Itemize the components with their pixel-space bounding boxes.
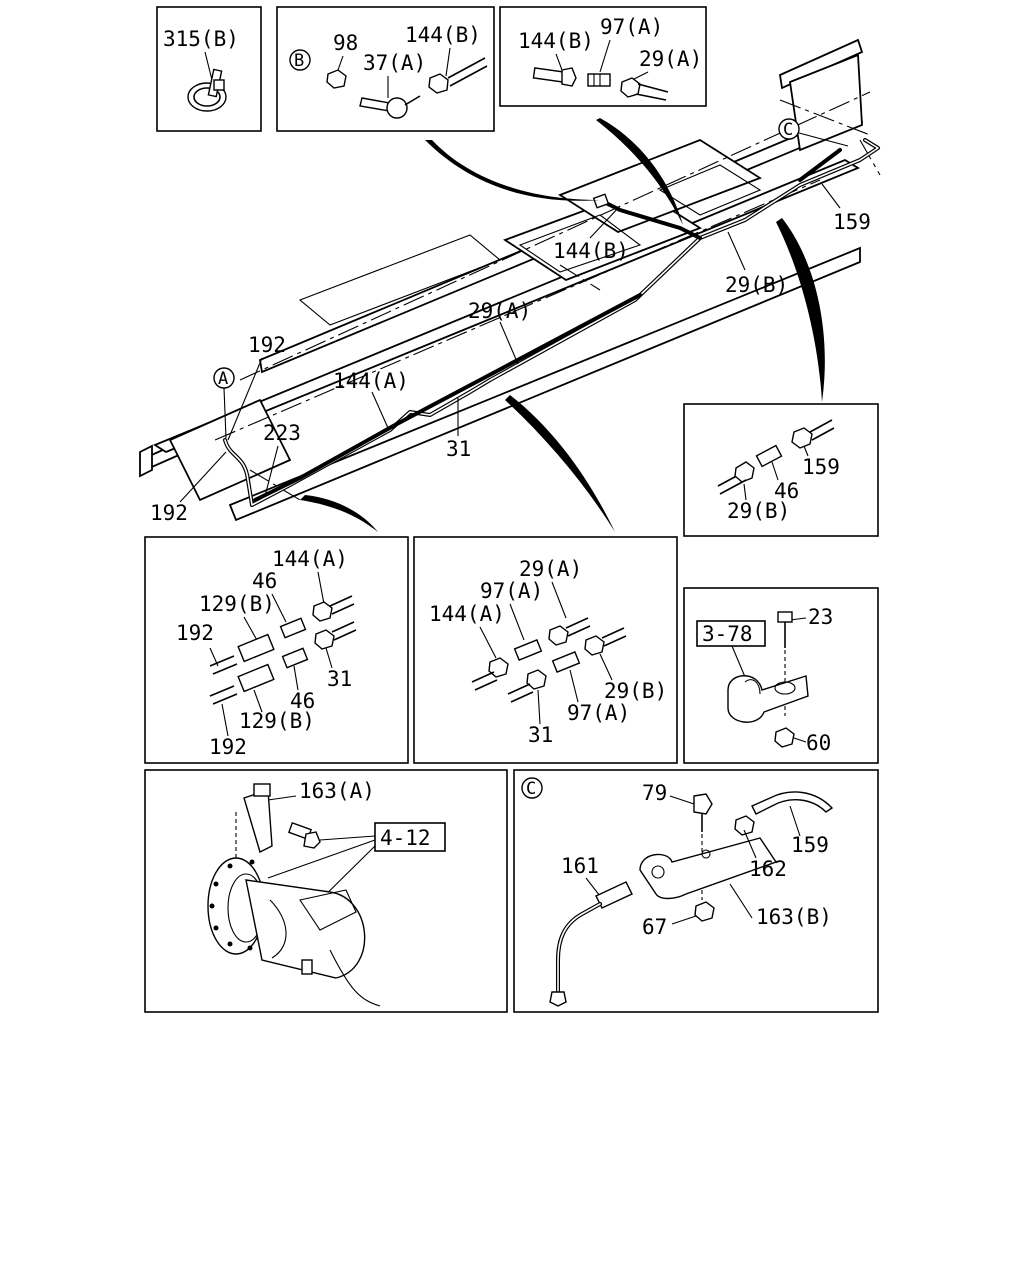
box-c-detail: C 79 159 162 161 163(B) 67 xyxy=(513,769,879,1013)
callout-c-detail-circle xyxy=(521,777,543,799)
label-162: 162 xyxy=(749,857,787,881)
label-31-box6: 31 xyxy=(528,723,553,747)
label-223-main: 223 xyxy=(263,421,301,445)
label-29a-main: 29(A) xyxy=(468,299,531,323)
callout-c-circle xyxy=(778,118,800,140)
label-29b-main: 29(B) xyxy=(725,273,788,297)
label-163b: 163(B) xyxy=(756,905,832,929)
box-clip-3-78: 3-78 23 60 xyxy=(683,587,879,764)
label-163a: 163(A) xyxy=(299,779,375,803)
box-144b-97a-29a: 144(B) 97(A) 29(A) xyxy=(499,6,707,107)
label-161: 161 xyxy=(561,854,599,878)
label-29a-box3: 29(A) xyxy=(639,47,702,71)
fuel-pipes xyxy=(223,138,880,507)
label-129b-box5-top: 129(B) xyxy=(199,592,275,616)
label-29b-box6: 29(B) xyxy=(604,679,667,703)
label-192-box5-bottom: 192 xyxy=(209,735,247,759)
label-97a-box3: 97(A) xyxy=(600,15,663,39)
box-b-banjo: B 98 37(A) 144(B) xyxy=(276,6,495,132)
label-159-box4: 159 xyxy=(802,455,840,479)
main-view-labels: 192 144(A) 29(A) 144(B) 29(B) 159 223 31… xyxy=(150,118,871,525)
label-315b: 315(B) xyxy=(163,27,239,51)
reference-4-12-box xyxy=(374,822,446,852)
callout-b-label: B xyxy=(294,51,304,71)
box-29b-46-159: 159 46 29(B) xyxy=(683,403,879,537)
label-129b-box5-bottom: 129(B) xyxy=(239,709,315,733)
callout-c-detail-label: C xyxy=(526,779,536,799)
label-79: 79 xyxy=(642,781,667,805)
box-315b-clip: 315(B) xyxy=(156,6,262,132)
label-159-main: 159 xyxy=(833,210,871,234)
box-bracket-163a: 163(A) 4-12 xyxy=(144,769,508,1013)
label-37a: 37(A) xyxy=(363,51,426,75)
chassis-frame xyxy=(139,38,881,522)
label-192-top: 192 xyxy=(248,333,286,357)
box-center-connectors: 29(A) 97(A) 144(A) 29(B) 97(A) 31 xyxy=(413,536,678,764)
label-144a-main: 144(A) xyxy=(333,369,409,393)
label-67: 67 xyxy=(642,915,667,939)
label-46-box5-bottom: 46 xyxy=(290,689,315,713)
label-98: 98 xyxy=(333,31,358,55)
label-29b-box4: 29(B) xyxy=(727,499,790,523)
label-144b-main: 144(B) xyxy=(553,239,629,263)
callout-a-label: A xyxy=(218,369,228,389)
label-192-bottom: 192 xyxy=(150,501,188,525)
label-46-box5-top: 46 xyxy=(252,569,277,593)
label-46-box4: 46 xyxy=(774,479,799,503)
label-31-box5: 31 xyxy=(327,667,352,691)
leader-sweeps xyxy=(300,118,825,532)
box-a-connectors: 144(A) 46 129(B) 192 31 46 129(B) 192 xyxy=(144,536,409,764)
label-31-main: 31 xyxy=(446,437,471,461)
label-60: 60 xyxy=(806,731,831,755)
label-144b-boxb: 144(B) xyxy=(405,23,481,47)
callout-c-label: C xyxy=(783,120,793,140)
label-192-box5-top: 192 xyxy=(176,621,214,645)
label-144b-box3: 144(B) xyxy=(518,29,594,53)
reference-3-78-box xyxy=(696,620,766,647)
label-144a-box5: 144(A) xyxy=(272,547,348,571)
reference-4-12: 4-12 xyxy=(380,826,431,850)
label-97a-box6-top: 97(A) xyxy=(480,579,543,603)
label-23: 23 xyxy=(808,605,833,629)
label-29a-box6: 29(A) xyxy=(519,557,582,581)
label-97a-box6-bottom: 97(A) xyxy=(567,701,630,725)
reference-3-78: 3-78 xyxy=(702,622,753,646)
callout-b-circle xyxy=(289,49,311,71)
label-144a-box6: 144(A) xyxy=(429,602,505,626)
label-159-boxc: 159 xyxy=(791,833,829,857)
